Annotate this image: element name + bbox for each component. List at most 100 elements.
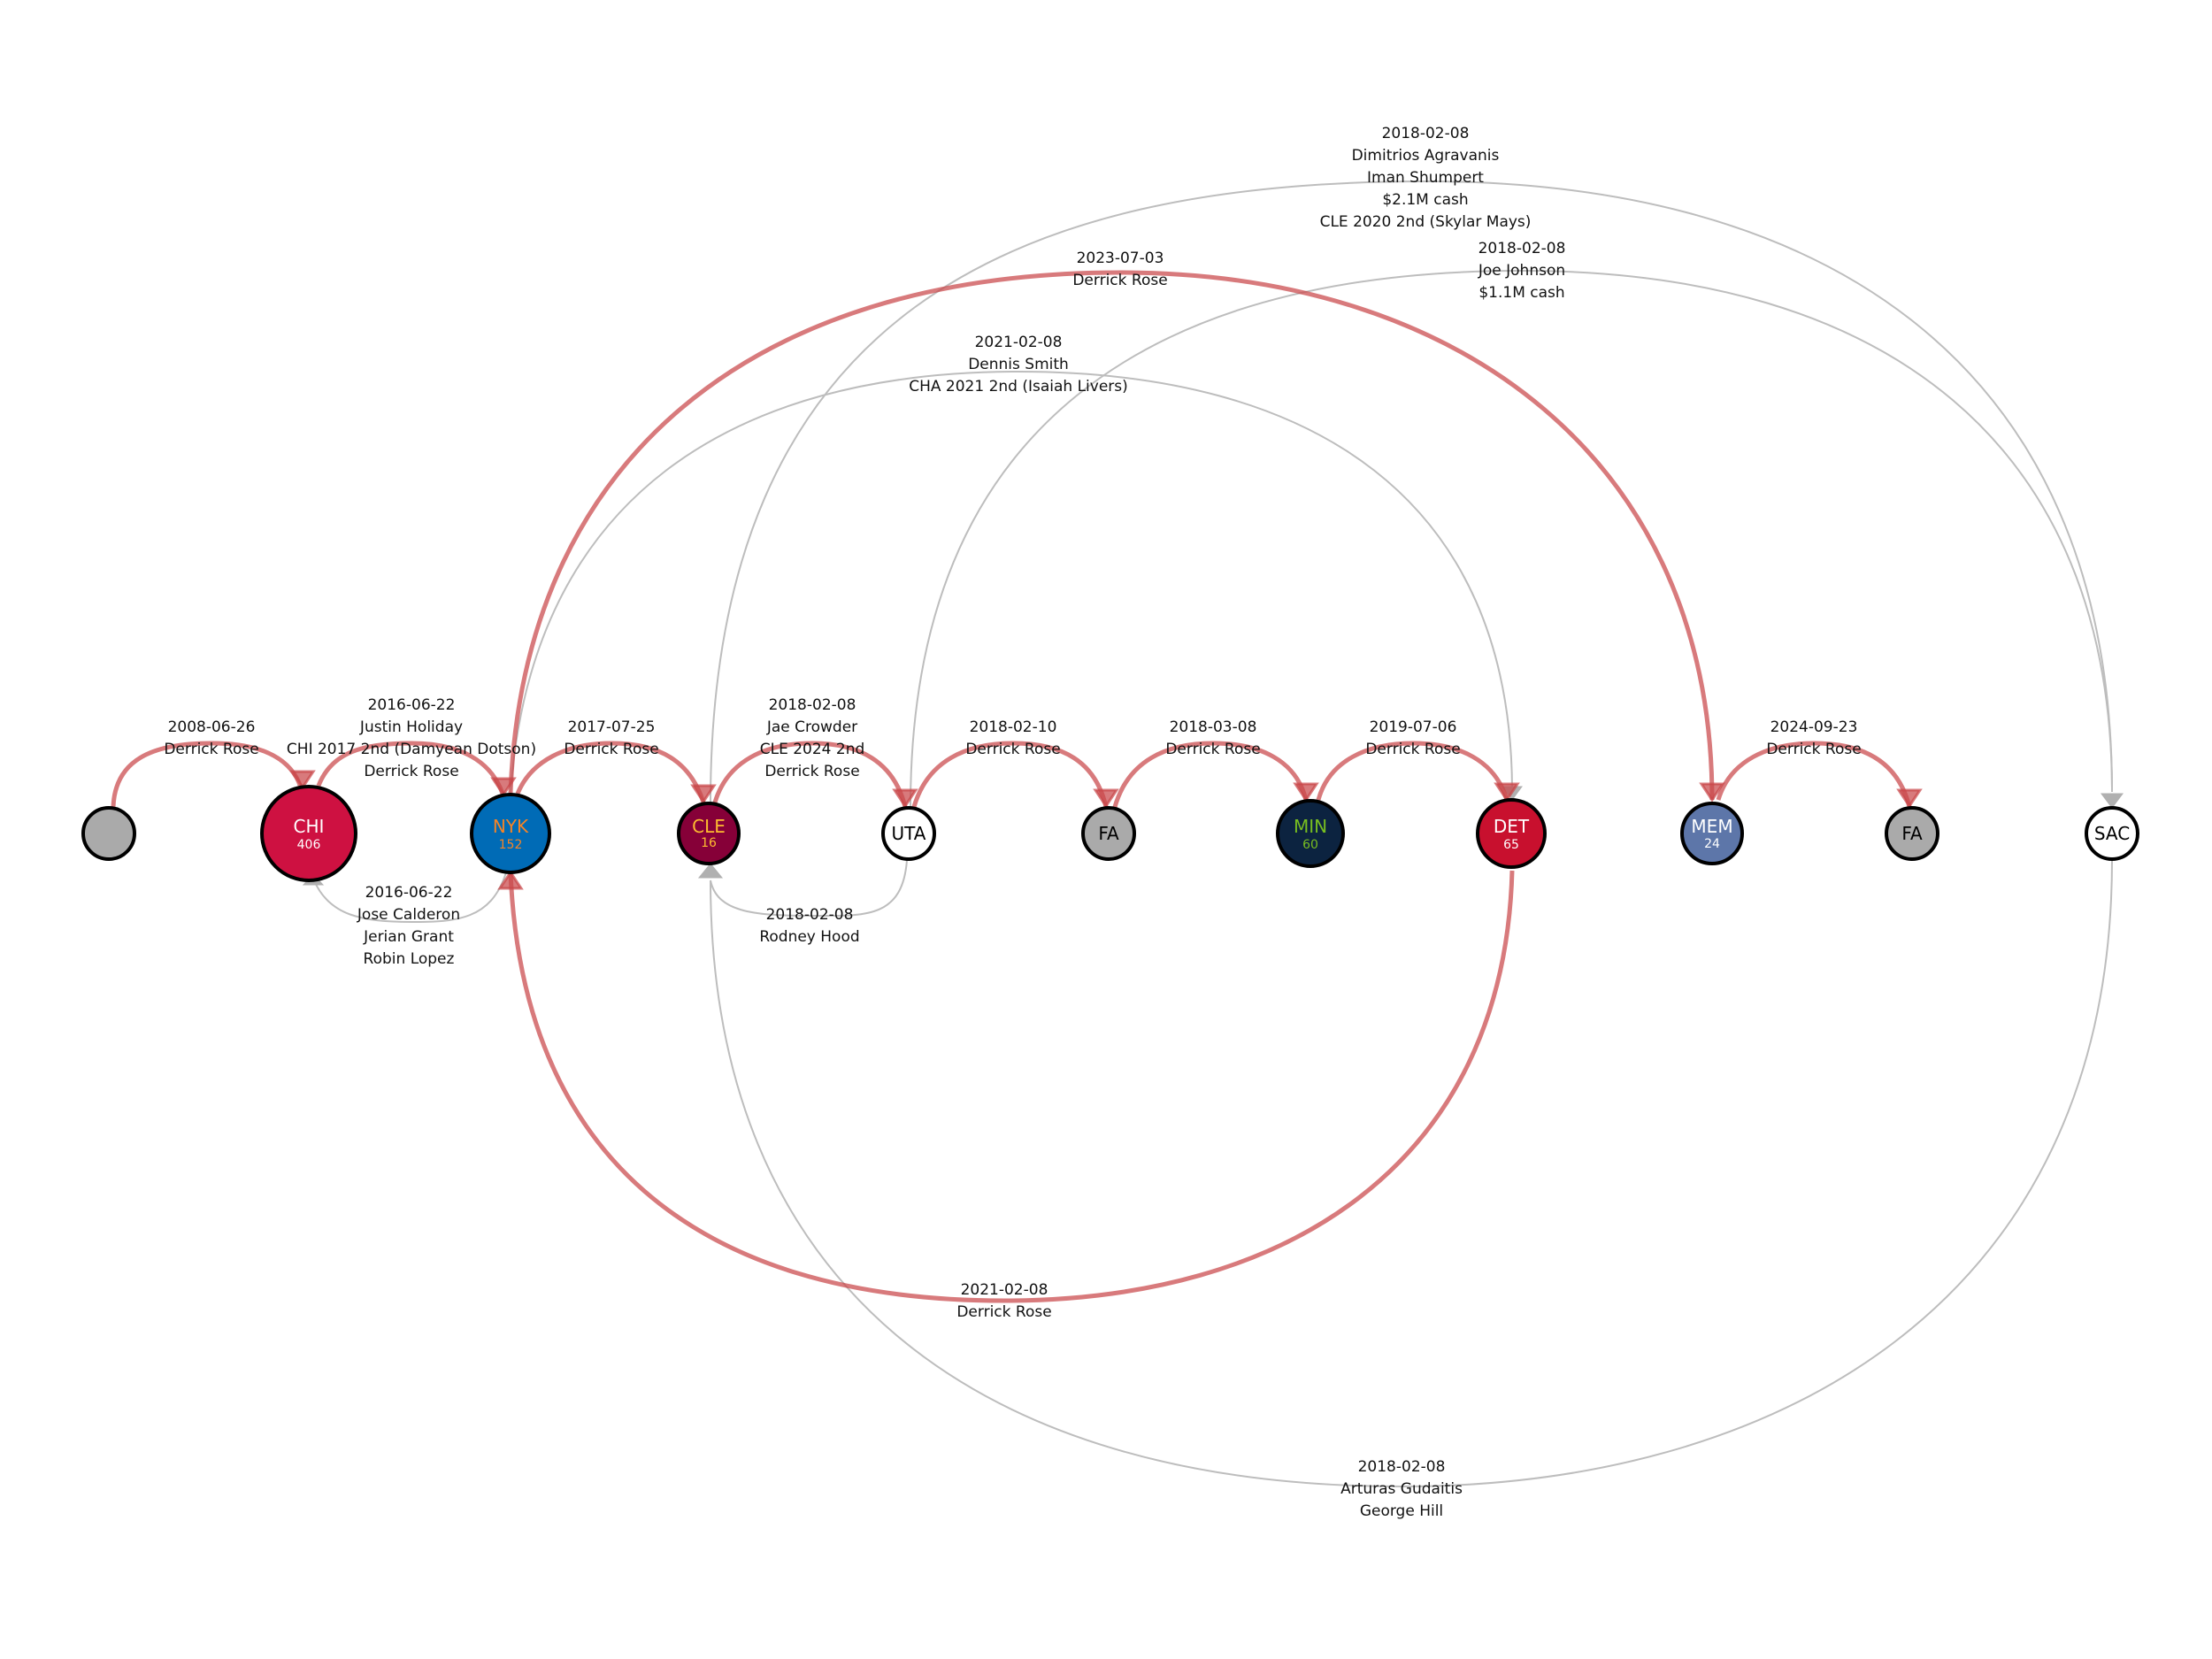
arrow-into-uta-icon <box>892 788 918 809</box>
trade-asset: Derrick Rose <box>1072 272 1168 289</box>
label-edge-mem-fa: 2024-09-23 Derrick Rose <box>1766 717 1861 761</box>
label-edge-nyk-chi: 2016-06-22 Jose Calderon Jerian Grant Ro… <box>357 882 460 971</box>
arrow-into-det-icon <box>1494 782 1520 803</box>
arrow-into-nyk-icon <box>490 777 517 797</box>
node-fa[interactable]: FA <box>1081 806 1136 861</box>
arrow-into-fa2-icon <box>1896 788 1923 809</box>
trade-asset: Jae Crowder <box>766 718 858 736</box>
label-edge-sac-cle: 2018-02-08 Arturas Gudaitis George Hill <box>1340 1456 1463 1523</box>
trade-asset: Derrick Rose <box>965 741 1061 758</box>
trade-asset: George Hill <box>1359 1502 1444 1520</box>
node-det-abbr: DET <box>1494 816 1530 837</box>
edge-min-det[interactable] <box>1316 741 1509 801</box>
edge-fa-min[interactable] <box>1112 741 1309 808</box>
label-edge-cle-uta: 2018-02-08 Jae Crowder CLE 2024 2nd Derr… <box>760 695 865 783</box>
edge-nyk-det[interactable] <box>510 370 1513 795</box>
trade-asset: Arturas Gudaitis <box>1340 1480 1463 1498</box>
edge-start-chi[interactable] <box>111 741 303 808</box>
label-edge-uta-cle: 2018-02-08 Rodney Hood <box>759 904 859 949</box>
node-mem[interactable]: MEM 24 <box>1680 802 1744 865</box>
trade-date: 2023-07-03 <box>1076 250 1164 267</box>
trade-date: 2018-02-08 <box>1357 1458 1446 1476</box>
label-edge-cle-sac: 2018-02-08 Dimitrios Agravanis Iman Shum… <box>1320 123 1532 234</box>
edge-uta-sac[interactable] <box>910 269 2113 808</box>
label-edge-det-nyk: 2021-02-08 Derrick Rose <box>956 1279 1051 1324</box>
arrow-into-nyk-bottom-icon <box>497 870 524 890</box>
label-edge-min-det: 2019-07-06 Derrick Rose <box>1365 717 1460 761</box>
trade-asset: Dennis Smith <box>968 356 1069 373</box>
node-fa2-abbr: FA <box>1901 823 1923 844</box>
label-edge-uta-sac: 2018-02-08 Joe Johnson $1.1M cash <box>1479 238 1566 304</box>
node-cle[interactable]: CLE 16 <box>677 802 741 865</box>
arrow-into-fa-icon <box>1093 788 1119 809</box>
node-chi[interactable]: CHI 406 <box>260 785 357 882</box>
trade-asset: Derrick Rose <box>364 763 459 780</box>
trade-asset: Iman Shumpert <box>1367 169 1484 187</box>
node-chi-count: 406 <box>297 838 321 852</box>
trade-asset: Derrick Rose <box>764 763 860 780</box>
arrow-into-mem-icon <box>1699 782 1725 803</box>
trade-date: 2018-02-08 <box>765 906 854 924</box>
label-edge-start-chi: 2008-06-26 Derrick Rose <box>164 717 258 761</box>
trade-asset: CHA 2021 2nd (Isaiah Livers) <box>909 378 1128 396</box>
label-edge-nyk-cle: 2017-07-25 Derrick Rose <box>564 717 658 761</box>
edge-det-nyk[interactable] <box>508 870 1515 1303</box>
trade-asset: CHI 2017 2nd (Damyean Dotson) <box>286 741 537 758</box>
trade-asset: $1.1M cash <box>1479 284 1565 302</box>
node-start[interactable] <box>81 806 136 861</box>
arrow-into-min-icon <box>1293 782 1319 803</box>
trade-date: 2016-06-22 <box>365 884 453 902</box>
trade-asset: Jose Calderon <box>357 906 461 924</box>
trade-date: 2024-09-23 <box>1770 718 1858 736</box>
trade-asset: Derrick Rose <box>164 741 259 758</box>
node-mem-count: 24 <box>1704 837 1720 851</box>
node-uta[interactable]: UTA <box>881 806 936 861</box>
edge-cle-sac[interactable] <box>710 180 2113 803</box>
trade-date: 2018-03-08 <box>1169 718 1257 736</box>
edge-cle-uta[interactable] <box>712 741 908 808</box>
player-edges <box>111 270 1923 1303</box>
node-mem-abbr: MEM <box>1691 816 1732 837</box>
edge-uta-fa[interactable] <box>911 741 1109 808</box>
edge-nyk-mem[interactable] <box>508 270 1715 801</box>
label-edge-uta-fa: 2018-02-10 Derrick Rose <box>965 717 1060 761</box>
edge-nyk-chi[interactable] <box>313 872 507 924</box>
node-min-abbr: MIN <box>1294 816 1327 837</box>
trade-date: 2019-07-06 <box>1369 718 1457 736</box>
label-edge-nyk-det: 2021-02-08 Dennis Smith CHA 2021 2nd (Is… <box>909 332 1128 398</box>
node-min[interactable]: MIN 60 <box>1276 799 1345 868</box>
edge-sac-cle[interactable] <box>710 859 2113 1488</box>
trade-asset: Robin Lopez <box>363 950 455 968</box>
trade-date: 2018-02-08 <box>1381 125 1470 142</box>
trade-asset: Derrick Rose <box>564 741 659 758</box>
node-nyk-count: 152 <box>499 838 523 852</box>
edge-uta-cle[interactable] <box>710 859 908 918</box>
label-edge-fa-min: 2018-03-08 Derrick Rose <box>1165 717 1260 761</box>
label-edge-nyk-mem: 2023-07-03 Derrick Rose <box>1072 248 1167 292</box>
trade-asset: Rodney Hood <box>759 928 860 946</box>
edge-chi-nyk[interactable] <box>316 741 505 795</box>
node-cle-abbr: CLE <box>692 816 726 837</box>
node-uta-abbr: UTA <box>892 823 926 844</box>
trade-asset: CLE 2020 2nd (Skylar Mays) <box>1319 213 1532 231</box>
arrow-into-cle-icon <box>690 784 717 804</box>
node-nyk[interactable]: NYK 152 <box>470 793 551 874</box>
node-det-count: 65 <box>1503 838 1519 852</box>
node-sac-abbr: SAC <box>2094 823 2130 844</box>
node-fa2[interactable]: FA <box>1885 806 1939 861</box>
trade-asset: $2.1M cash <box>1382 191 1469 209</box>
edge-nyk-cle[interactable] <box>515 741 706 803</box>
nodes: CHI 406 NYK 152 CLE 16 UTA FA MIN 60 D <box>81 785 2139 882</box>
label-edge-chi-nyk: 2016-06-22 Justin Holiday CHI 2017 2nd (… <box>287 695 536 783</box>
node-sac[interactable]: SAC <box>2085 806 2139 861</box>
node-nyk-abbr: NYK <box>493 816 529 837</box>
edge-mem-fa[interactable] <box>1716 741 1912 808</box>
node-fa-abbr: FA <box>1098 823 1119 844</box>
arrow-into-sac-icon <box>2101 793 2124 809</box>
trade-date: 2021-02-08 <box>974 334 1063 351</box>
node-chi-abbr: CHI <box>294 816 325 837</box>
node-det[interactable]: DET 65 <box>1476 798 1547 869</box>
trade-asset: Derrick Rose <box>1365 741 1461 758</box>
trade-asset: CLE 2024 2nd <box>759 741 865 758</box>
